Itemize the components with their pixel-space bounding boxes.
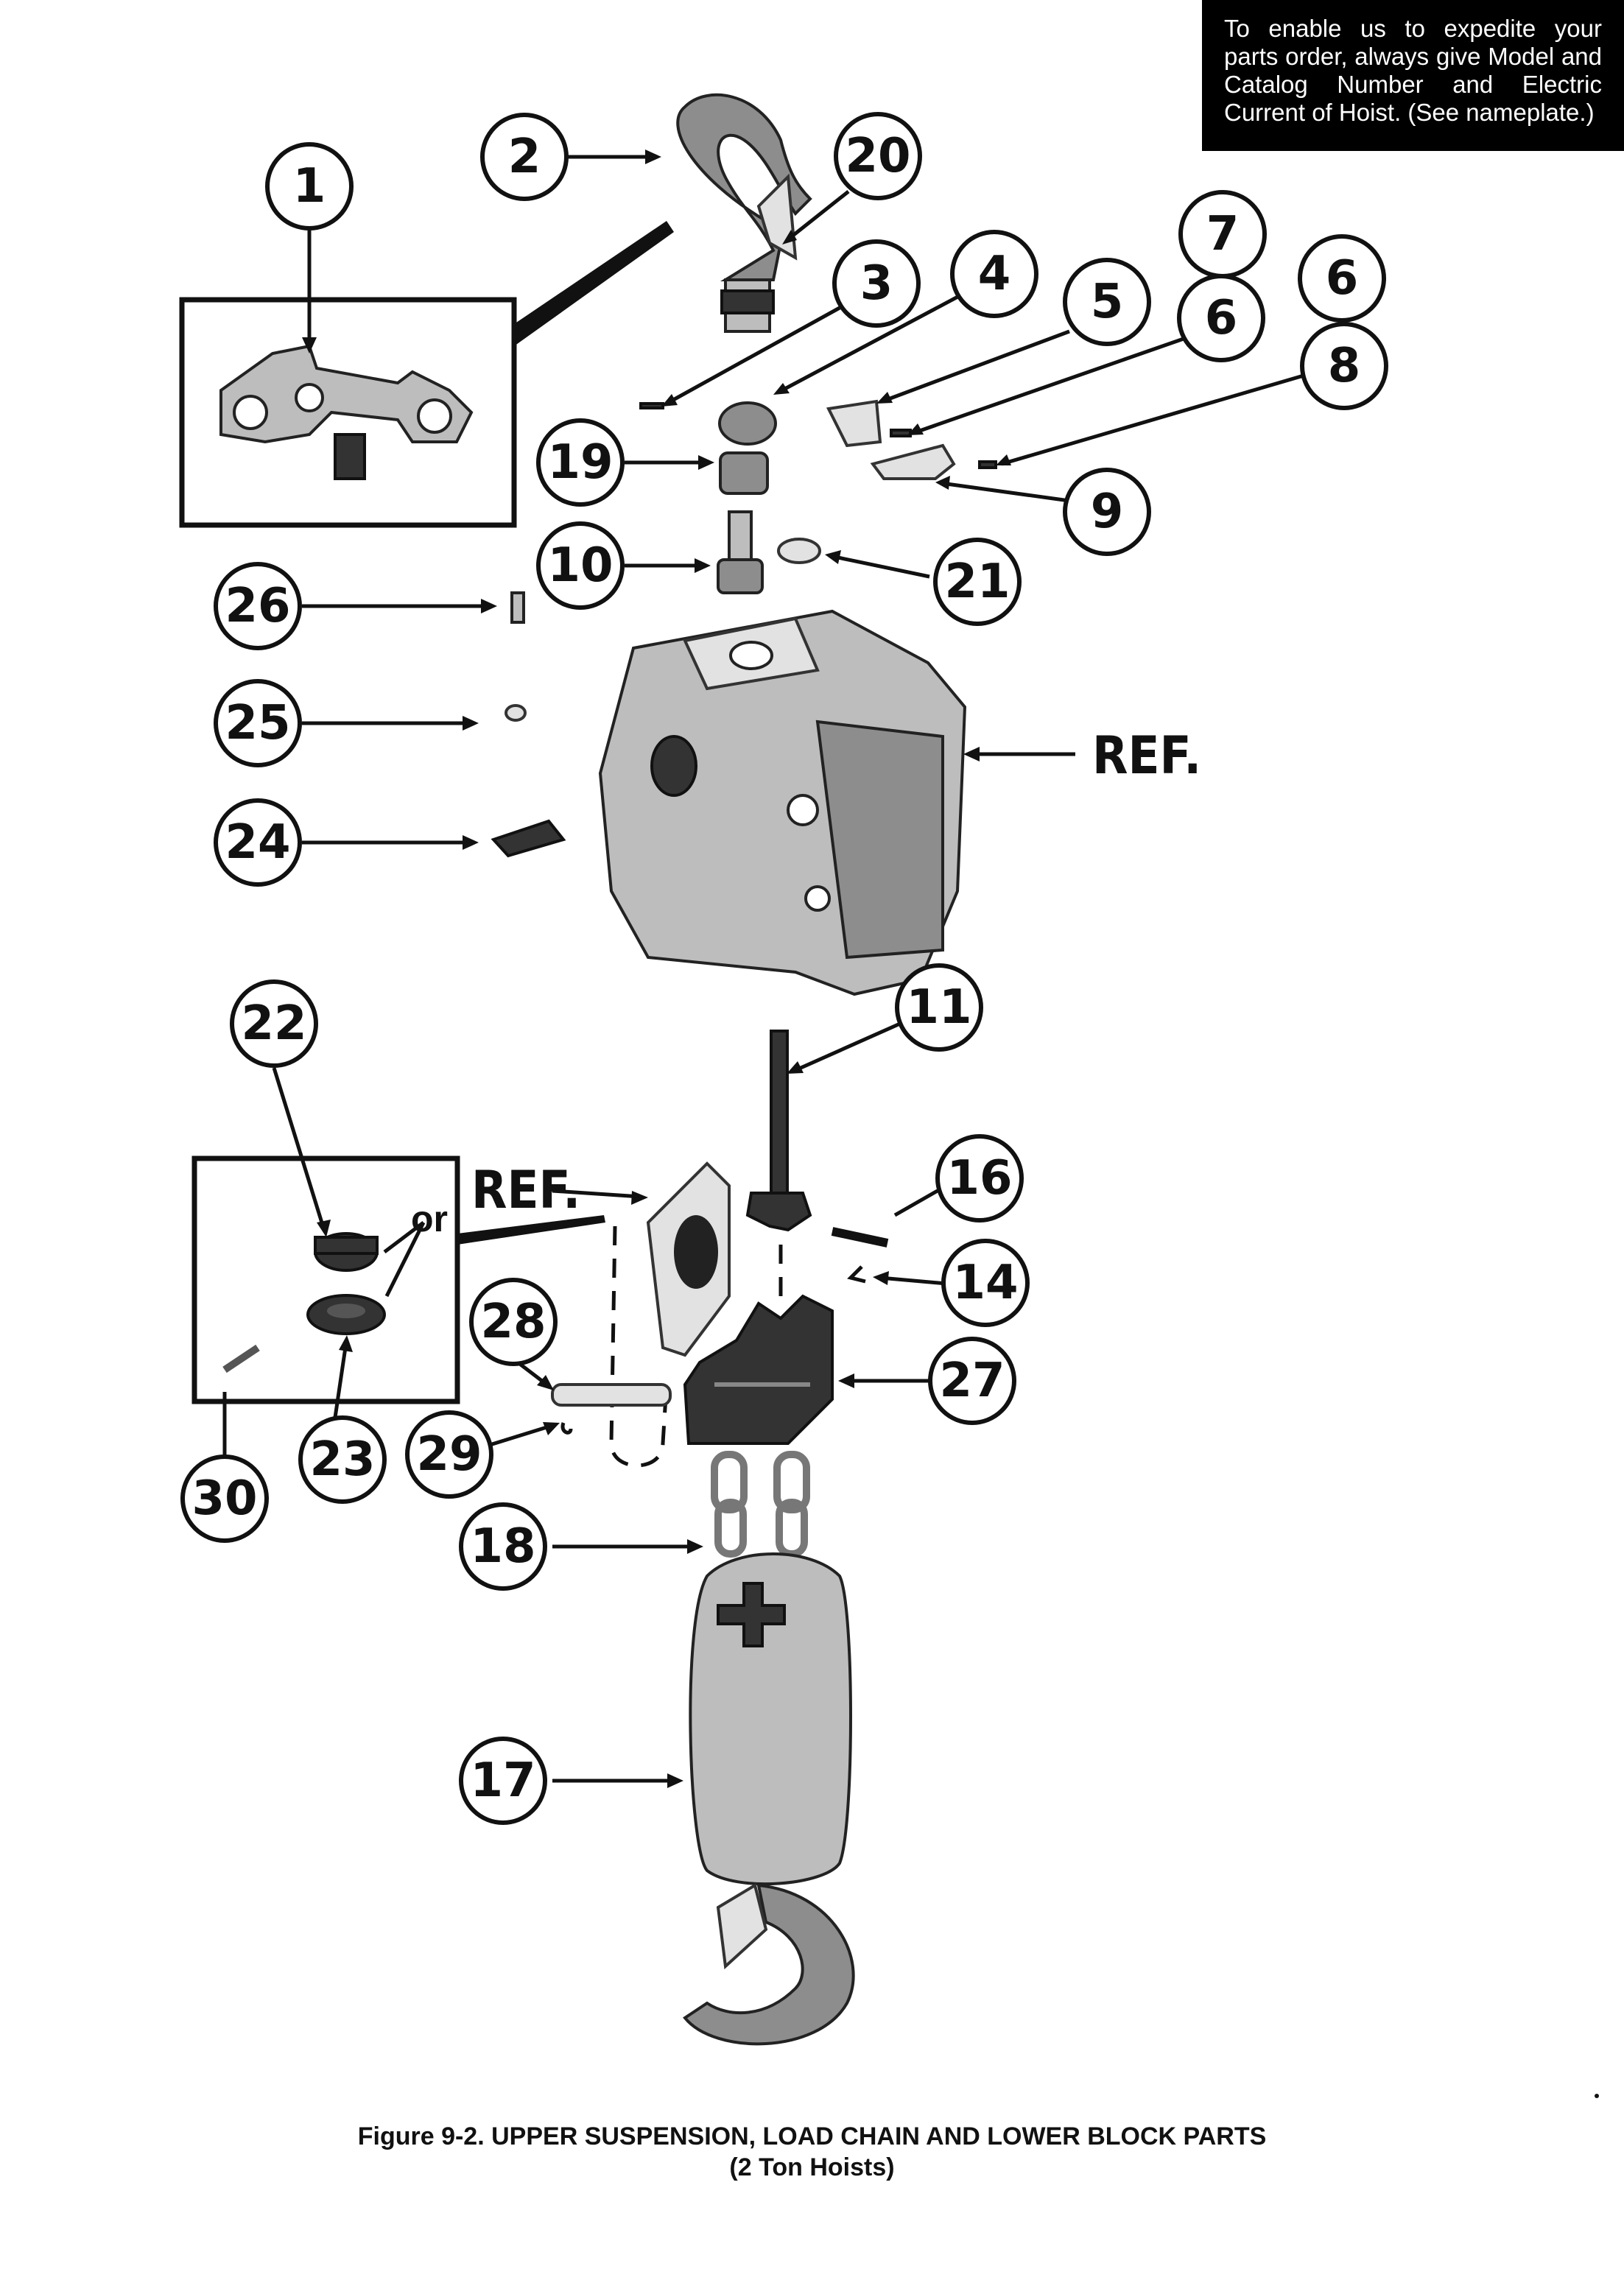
svg-text:24: 24	[225, 815, 290, 870]
hoist-housing	[598, 609, 967, 996]
part-5-plate	[826, 399, 882, 448]
lower-inset-pointer	[457, 1215, 605, 1245]
svg-text:2: 2	[508, 130, 541, 184]
svg-text:18: 18	[470, 1519, 535, 1574]
svg-text:28: 28	[480, 1295, 546, 1349]
callout-23: 23	[298, 1415, 387, 1504]
part-24-plate	[491, 819, 566, 858]
callout-28: 28	[469, 1278, 558, 1366]
part-28-pin	[551, 1383, 672, 1407]
svg-text:16: 16	[946, 1151, 1012, 1206]
part-25-washer	[505, 704, 527, 722]
part-29-clip	[560, 1422, 573, 1435]
svg-text:17: 17	[470, 1753, 535, 1808]
callout-17: 17	[459, 1737, 547, 1825]
svg-text:14: 14	[952, 1256, 1018, 1310]
callout-30: 30	[180, 1454, 269, 1543]
callout-29: 29	[405, 1410, 493, 1499]
lower-inset-box	[191, 1155, 460, 1404]
callout-3: 3	[832, 239, 921, 328]
part-9-plate	[870, 443, 956, 480]
svg-text:21: 21	[944, 555, 1010, 609]
caption-subtitle: (2 Ton Hoists)	[729, 2153, 895, 2181]
callout-25: 25	[214, 679, 302, 767]
callout-26: 26	[214, 562, 302, 650]
svg-text:30: 30	[191, 1471, 257, 1526]
part-14-clip	[847, 1265, 866, 1284]
inset-pointer	[514, 221, 674, 346]
part-23-bore	[327, 1304, 365, 1318]
top-hook-part	[676, 93, 812, 333]
svg-text:9: 9	[1091, 485, 1124, 539]
callout-5: 5	[1063, 258, 1151, 346]
callout-1: 1	[265, 142, 354, 231]
part-16-pin	[831, 1227, 889, 1248]
part-10-bolt	[717, 510, 764, 594]
svg-text:25: 25	[225, 696, 290, 750]
part-18-load-chain	[711, 1451, 810, 1558]
callout-10: 10	[536, 521, 625, 610]
callout-2: 2	[480, 113, 569, 201]
svg-text:1: 1	[293, 159, 326, 214]
part-21-washer	[777, 538, 821, 564]
svg-text:8: 8	[1328, 339, 1361, 393]
callout-11: 11	[895, 963, 983, 1052]
svg-text:6: 6	[1326, 251, 1359, 306]
figure-caption: Figure 9-2. UPPER SUSPENSION, LOAD CHAIN…	[0, 2121, 1624, 2183]
callout-14: 14	[941, 1239, 1030, 1327]
svg-text:10: 10	[547, 538, 613, 593]
part-22-collar	[314, 1232, 379, 1272]
callout-6a: 6	[1177, 274, 1265, 362]
callout-24: 24	[214, 798, 302, 887]
stray-dot	[1595, 2094, 1599, 2098]
svg-text:22: 22	[241, 996, 306, 1051]
or-label: or	[411, 1198, 448, 1239]
callout-18: 18	[459, 1502, 547, 1591]
svg-text:23: 23	[309, 1432, 375, 1487]
part-30-pin	[222, 1344, 260, 1373]
svg-text:6: 6	[1205, 291, 1238, 345]
leader-lines	[222, 149, 1304, 1788]
svg-text:26: 26	[225, 579, 290, 633]
upper-inset-box	[179, 297, 517, 528]
suspension-yoke-part	[219, 344, 474, 480]
ref-label-housing: REF.	[1092, 725, 1201, 786]
chain-bracket-ref	[646, 1161, 731, 1357]
part-3-pin	[639, 402, 664, 409]
callout-19: 19	[536, 418, 625, 507]
callout-7: 7	[1178, 190, 1267, 278]
part-11-bolt	[745, 1030, 812, 1232]
callout-27: 27	[928, 1337, 1016, 1425]
callout-6b: 6	[1298, 234, 1386, 323]
svg-text:11: 11	[906, 980, 971, 1035]
svg-text:4: 4	[978, 247, 1011, 301]
part-19-bushing	[719, 451, 769, 495]
svg-text:19: 19	[547, 435, 613, 490]
callout-8: 8	[1300, 322, 1388, 410]
part-6-pin	[890, 429, 912, 437]
svg-text:20: 20	[845, 129, 910, 183]
ref-label-bracket: REF.	[471, 1160, 580, 1220]
callout-22: 22	[230, 979, 318, 1068]
callout-20: 20	[834, 112, 922, 200]
svg-text:27: 27	[939, 1354, 1005, 1408]
part-4-nut	[718, 401, 777, 446]
caption-title: Figure 9-2. UPPER SUSPENSION, LOAD CHAIN…	[357, 2122, 1267, 2150]
svg-text:3: 3	[860, 256, 893, 311]
svg-text:5: 5	[1091, 275, 1124, 329]
part-8-pin	[978, 460, 997, 469]
svg-text:29: 29	[416, 1427, 482, 1482]
part-27-block	[683, 1294, 834, 1445]
part-26-screw	[510, 591, 525, 624]
callout-9: 9	[1063, 468, 1151, 556]
svg-text:7: 7	[1206, 207, 1240, 261]
callout-4: 4	[950, 230, 1038, 318]
callout-16: 16	[935, 1134, 1024, 1223]
parts-order-note: To enable us to expedite your parts orde…	[1202, 0, 1624, 151]
part-17-lower-block	[683, 1552, 855, 2046]
callout-21: 21	[933, 538, 1022, 626]
